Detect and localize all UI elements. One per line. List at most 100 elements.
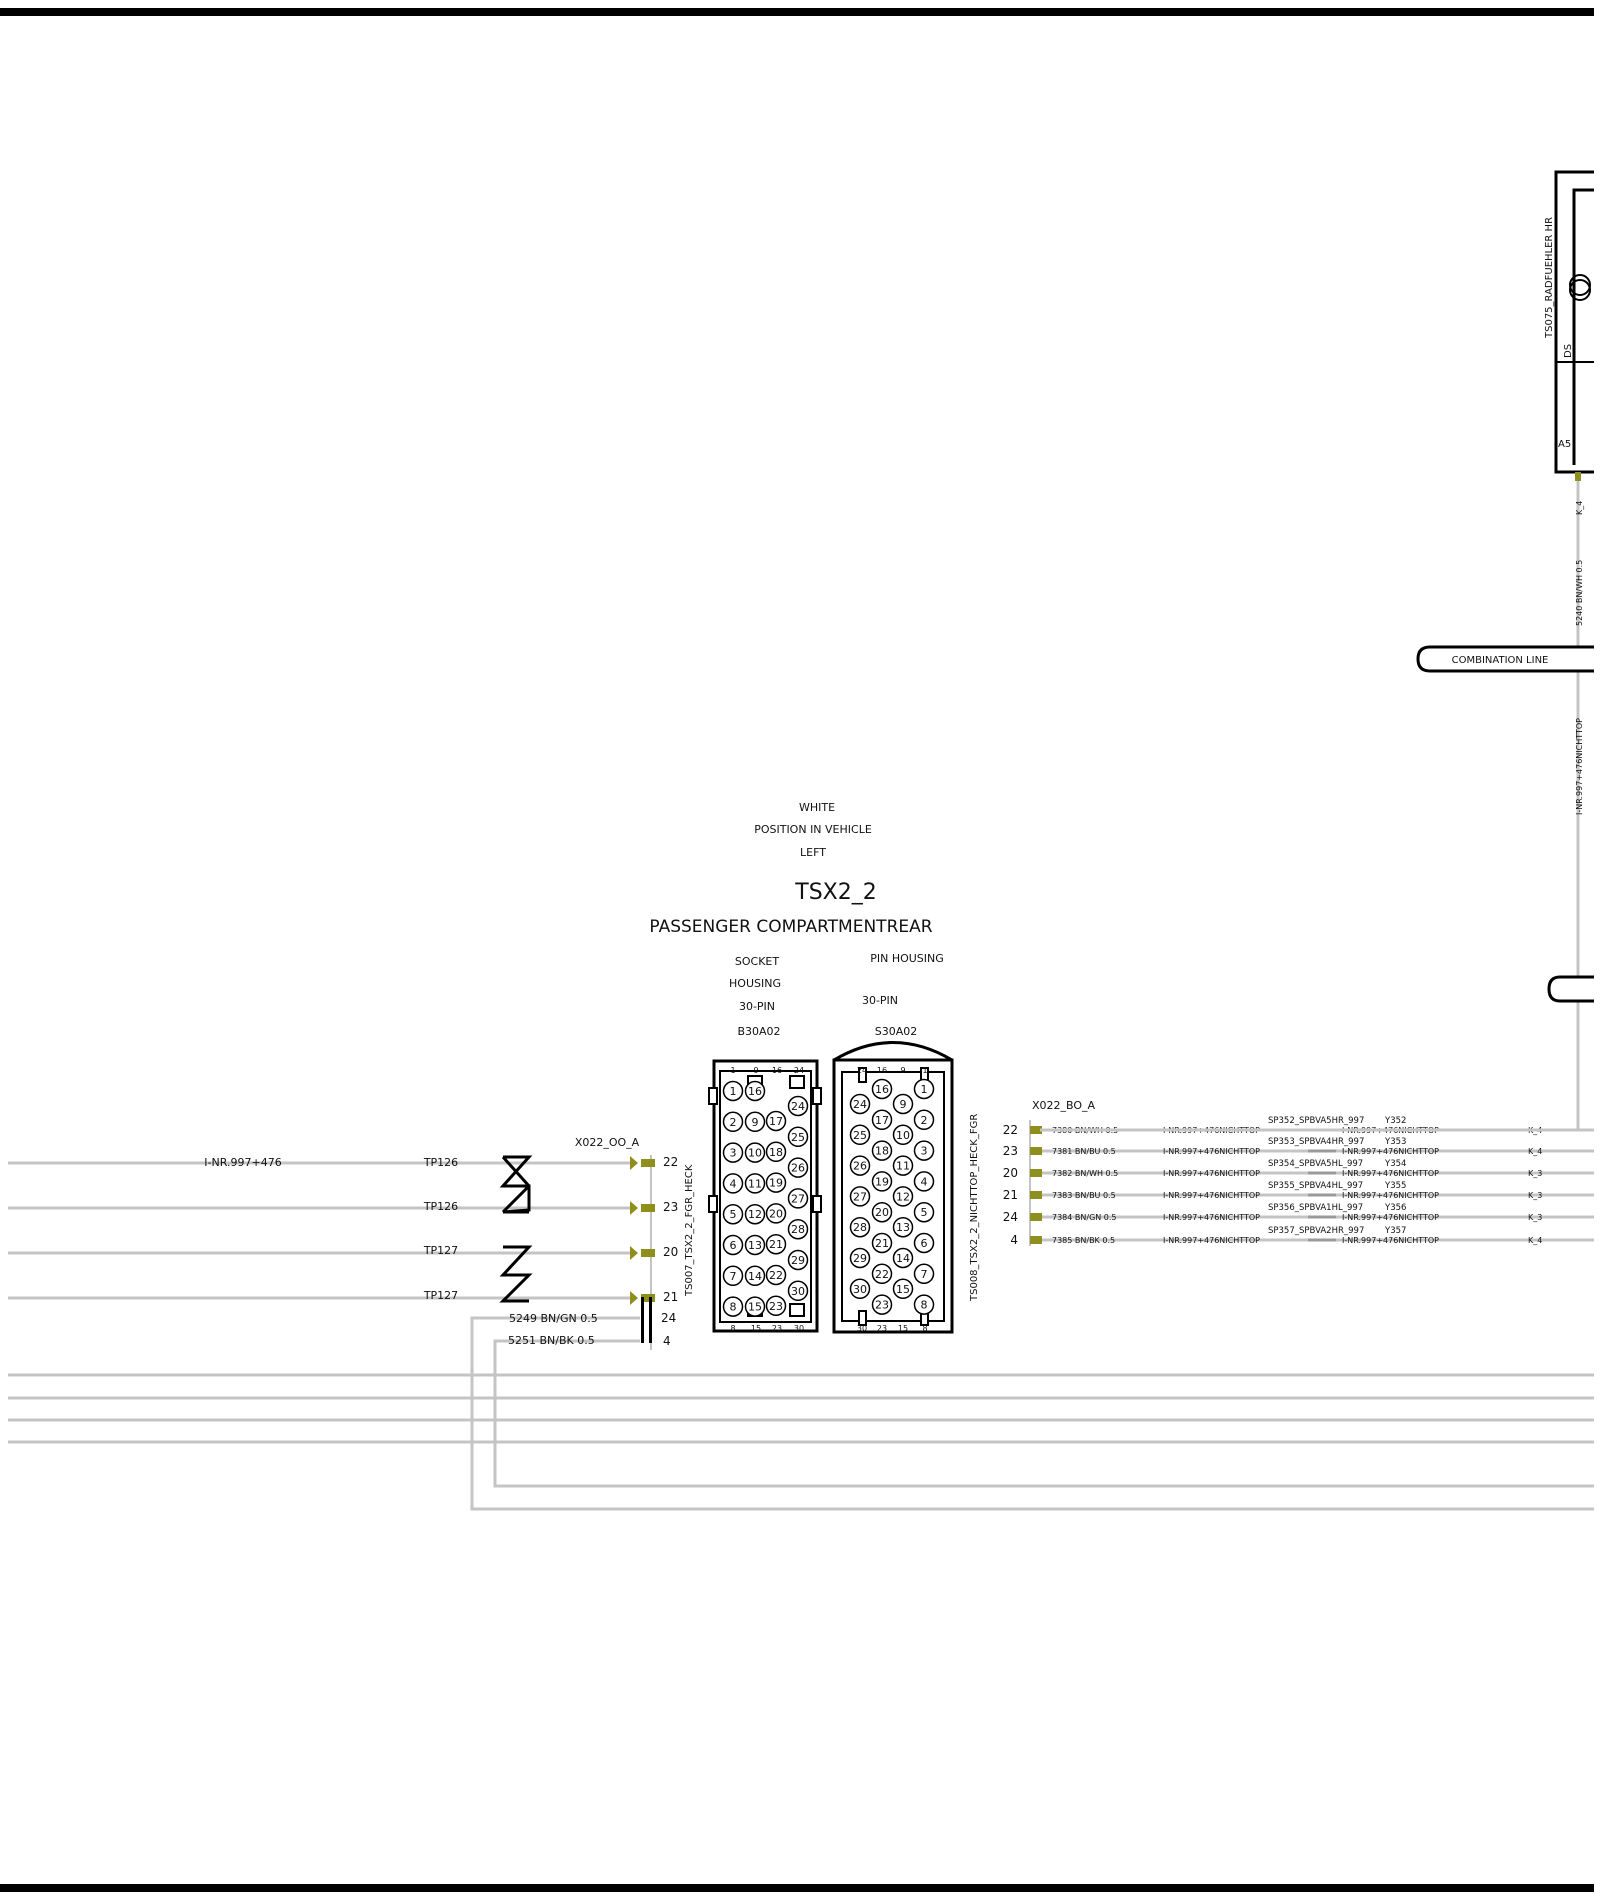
housing-pin-number: 16 bbox=[875, 1083, 889, 1096]
socket-face-number: 24 bbox=[794, 1066, 804, 1075]
twisted-pair-label: TP127 bbox=[423, 1289, 458, 1302]
right-connector-name: X022_BO_A bbox=[1032, 1099, 1096, 1112]
sensor-wire-label: 5240 BN/WH 0.5 bbox=[1575, 560, 1584, 626]
housing-pin-number: 29 bbox=[853, 1252, 867, 1265]
socket-pin-number: 4 bbox=[730, 1177, 737, 1190]
socket-pin-number: 2 bbox=[730, 1116, 737, 1129]
housing-pin-number: 5 bbox=[921, 1206, 928, 1219]
socket-pin-number: 19 bbox=[769, 1177, 783, 1190]
extra-wire-label: 5251 BN/BK 0.5 bbox=[508, 1334, 595, 1347]
housing-pin-number: 8 bbox=[921, 1299, 928, 1312]
right-option-code-2: I-NR.997+476NICHTTOP bbox=[1342, 1236, 1439, 1245]
right-pin-number: 22 bbox=[1003, 1123, 1018, 1137]
socket-pin-circle bbox=[787, 1188, 809, 1209]
connector-title: TSX2_2 bbox=[794, 880, 876, 905]
right-pin-terminal bbox=[1030, 1191, 1042, 1199]
socket-housing-line2: HOUSING bbox=[729, 977, 781, 990]
sensor-pin-label: A5 bbox=[1558, 439, 1571, 450]
k-code-label: K_3 bbox=[1528, 1191, 1542, 1200]
right-option-code-2: I-NR.997+476NICHTTOP bbox=[1342, 1169, 1439, 1178]
socket-housing-line1: SOCKET bbox=[735, 955, 779, 968]
socket-pin-circle bbox=[722, 1142, 744, 1163]
socket-pin-circle bbox=[765, 1110, 787, 1132]
socket-housing-reference: TS007_TSX2_2_FGR_HECK bbox=[684, 1164, 695, 1297]
socket-face-number: 30 bbox=[794, 1324, 804, 1333]
extra-wire-label: 5249 BN/GN 0.5 bbox=[509, 1312, 598, 1325]
housing-pin-number: 14 bbox=[896, 1252, 910, 1265]
socket-pin-number: 22 bbox=[769, 1269, 783, 1282]
socket-pin-circle bbox=[787, 1218, 809, 1240]
socket-pin-number: 12 bbox=[748, 1208, 762, 1221]
left-pin-number: 24 bbox=[661, 1311, 676, 1325]
pin-housing-pin-grid: 2425262728293016171819202122239101112131… bbox=[849, 1078, 935, 1315]
housing-pin-number: 15 bbox=[896, 1283, 910, 1296]
socket-housing-face bbox=[708, 1059, 822, 1333]
combination-line-tab-lower bbox=[1547, 975, 1594, 1003]
housing-pin-circle bbox=[892, 1216, 914, 1238]
socket-face-number: 9 bbox=[753, 1066, 758, 1075]
y-code-label: Y357 bbox=[1384, 1226, 1406, 1236]
housing-pin-circle bbox=[871, 1232, 893, 1254]
socket-pin-circle bbox=[722, 1111, 744, 1133]
socket-pin-number: 21 bbox=[769, 1238, 783, 1251]
socket-pin-number: 27 bbox=[791, 1192, 805, 1205]
right-option-code-2: I-NR.997+476NICHTTOP bbox=[1342, 1147, 1439, 1156]
housing-pin-circle bbox=[849, 1155, 871, 1176]
sensor-body bbox=[1554, 170, 1594, 481]
sensor-ds-label: DS bbox=[1563, 344, 1574, 358]
right-wire-label: 7381 BN/BU 0.5 bbox=[1052, 1147, 1116, 1156]
splice-label: SP355_SPBVA4HL_997 bbox=[1268, 1181, 1363, 1191]
housing-pin-circle bbox=[871, 1171, 893, 1192]
combination-line-label: COMBINATION LINE bbox=[1452, 655, 1549, 666]
socket-pin-circle bbox=[787, 1095, 809, 1117]
pin-housing-title: PIN HOUSING bbox=[870, 952, 944, 965]
housing-pin-number: 2 bbox=[921, 1114, 928, 1127]
left-pin-terminals bbox=[630, 1156, 655, 1343]
housing-pin-number: 18 bbox=[875, 1145, 889, 1158]
splice-label: SP352_SPBVA5HR_997 bbox=[1268, 1116, 1364, 1126]
housing-pin-number: 7 bbox=[921, 1268, 928, 1281]
pin-housing-reference: TS008_TSX2_2_NICHTTOP_HECK_FGR bbox=[969, 1114, 980, 1302]
socket-pin-number: 6 bbox=[730, 1239, 737, 1252]
housing-pin-circle bbox=[871, 1201, 893, 1223]
right-option-code: I-NR.997+476NICHTTOP bbox=[1163, 1147, 1260, 1156]
socket-pin-circle bbox=[722, 1173, 744, 1194]
left-wires bbox=[8, 1155, 1594, 1511]
right-pin-number: 23 bbox=[1003, 1144, 1018, 1158]
socket-pin-number: 20 bbox=[769, 1207, 783, 1220]
right-wire-label: 7382 BN/WH 0.5 bbox=[1052, 1169, 1118, 1178]
socket-face-number: 8 bbox=[730, 1324, 735, 1333]
housing-pin-number: 13 bbox=[896, 1221, 910, 1234]
location-label: PASSENGER COMPARTMENTREAR bbox=[649, 917, 932, 937]
pin-face-number: 24 bbox=[857, 1066, 867, 1075]
socket-pin-number: 7 bbox=[730, 1270, 737, 1283]
right-option-code: I-NR.997+476NICHTTOP bbox=[1163, 1191, 1260, 1200]
housing-pin-number: 11 bbox=[896, 1160, 910, 1173]
socket-pin-number: 1 bbox=[730, 1085, 737, 1098]
right-wire-label: 7384 BN/GN 0.5 bbox=[1052, 1213, 1117, 1222]
housing-pin-circle bbox=[871, 1109, 893, 1131]
socket-face-number: 15 bbox=[751, 1324, 761, 1333]
socket-pin-number: 23 bbox=[769, 1300, 783, 1313]
right-option-code: I-NR.997+476NICHTTOP bbox=[1163, 1213, 1260, 1222]
right-pin-terminal bbox=[1030, 1126, 1042, 1134]
socket-pin-number: 26 bbox=[791, 1162, 805, 1175]
right-pin-number: 20 bbox=[1003, 1166, 1018, 1180]
housing-pin-number: 17 bbox=[875, 1114, 889, 1127]
socket-face-number: 23 bbox=[772, 1324, 782, 1333]
pin-housing-part-number: S30A02 bbox=[875, 1025, 918, 1038]
pin-face-number: 1 bbox=[922, 1066, 927, 1075]
socket-pin-circle bbox=[722, 1234, 744, 1256]
socket-pin-number: 18 bbox=[769, 1146, 783, 1159]
position-label: POSITION IN VEHICLE bbox=[754, 823, 872, 836]
housing-pin-circle bbox=[849, 1093, 871, 1115]
housing-pin-number: 22 bbox=[875, 1268, 889, 1281]
splice-label: SP356_SPBVA1HL_997 bbox=[1268, 1203, 1363, 1213]
socket-pin-circle bbox=[765, 1141, 787, 1163]
housing-pin-number: 25 bbox=[853, 1129, 867, 1142]
socket-pin-circle bbox=[744, 1234, 766, 1256]
socket-pin-circle bbox=[744, 1173, 766, 1194]
housing-pin-number: 21 bbox=[875, 1237, 889, 1250]
housing-pin-number: 9 bbox=[900, 1098, 907, 1111]
socket-pin-circle bbox=[744, 1296, 766, 1317]
